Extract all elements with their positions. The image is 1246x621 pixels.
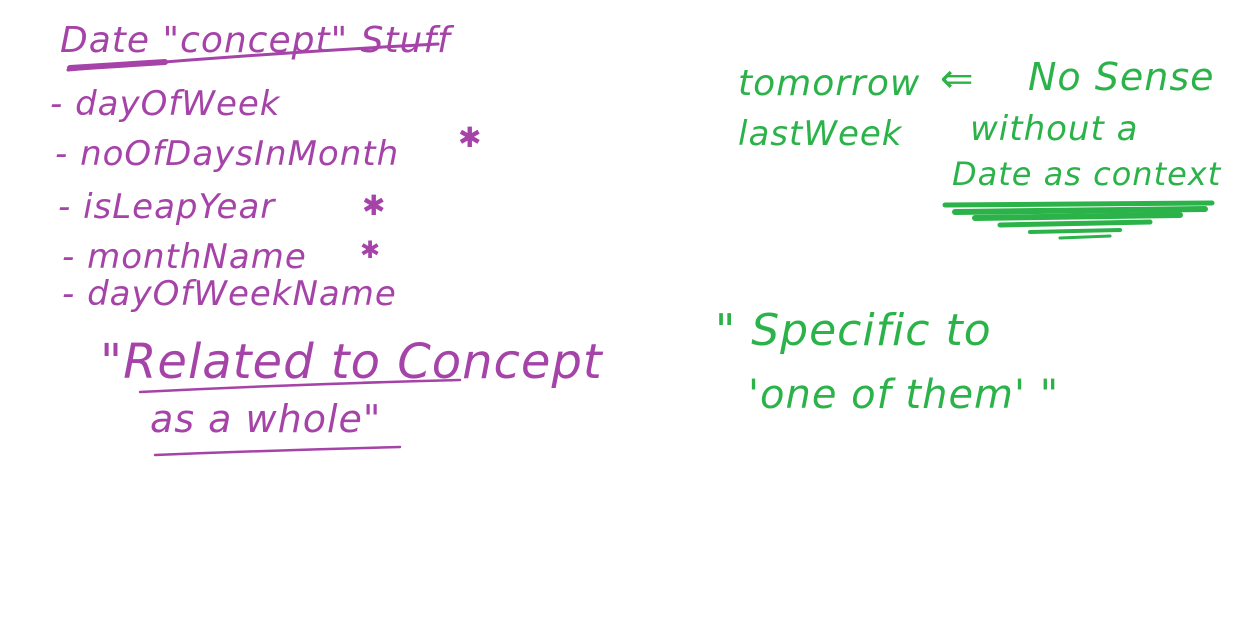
phrase-date-as-context: Date as context <box>952 155 1222 193</box>
list-item-text: - isLeapYear <box>58 187 276 227</box>
list-item: - isLeapYear ✱ <box>58 187 385 227</box>
left-quote-line2: as a whole" <box>150 397 381 441</box>
phrase-without-a: without a <box>970 109 1138 149</box>
list-item: - dayOfWeek <box>50 84 281 124</box>
right-quote-line2: 'one of them' " <box>748 372 1059 418</box>
left-note: Date "concept" Stuff - dayOfWeek - noOfD… <box>50 20 604 457</box>
word-last-week: lastWeek <box>738 114 903 154</box>
asterisk-icon: ✱ <box>360 236 380 264</box>
asterisk-icon: ✱ <box>458 121 481 154</box>
asterisk-icon: ✱ <box>362 189 385 222</box>
highlight-scribble <box>942 200 1215 240</box>
list-item-text: - noOfDaysInMonth <box>55 134 399 174</box>
right-quote-line1: " Specific to <box>715 305 992 356</box>
list-item: - monthName ✱ <box>62 236 380 277</box>
quote-underline-2 <box>153 445 402 457</box>
phrase-no-sense: No Sense <box>1028 55 1215 99</box>
list-item-text: - monthName <box>62 237 307 277</box>
left-quote-line1: "Related to Concept <box>100 334 604 390</box>
word-tomorrow: tomorrow <box>738 63 920 104</box>
right-note: tomorrow ⇐ No Sense lastWeek without a D… <box>715 55 1222 418</box>
title-underline-thick <box>67 59 168 71</box>
list-item: - noOfDaysInMonth ✱ <box>55 121 481 174</box>
list-item: - dayOfWeekName <box>62 274 397 314</box>
arrow-left-icon: ⇐ <box>940 56 974 102</box>
quote-underline-1 <box>138 378 462 394</box>
